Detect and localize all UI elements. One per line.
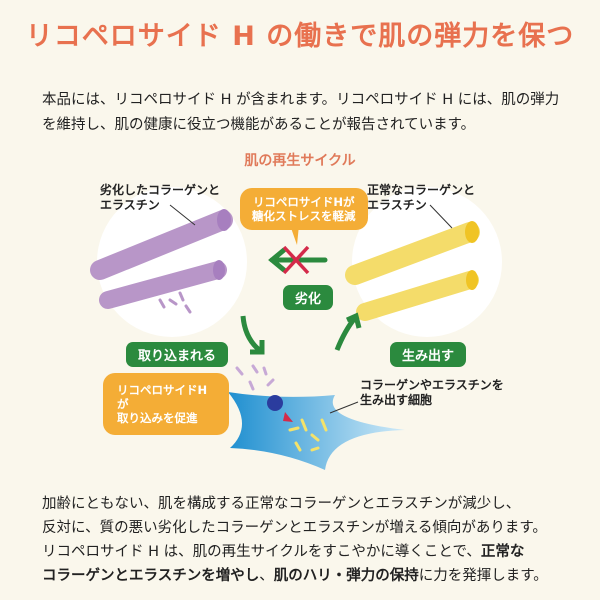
cell-fibers-icon: [288, 418, 328, 452]
healthy-fiber-label: 正常なコラーゲンとエラスチン: [367, 183, 476, 212]
degraded-fibers-icon: [90, 209, 233, 314]
uptake-arrow-icon: [240, 315, 264, 355]
red-arrow-icon: [283, 412, 293, 422]
degraded-fragments-icon: [235, 364, 275, 391]
outro-text: 加齢にともない、肌を構成する正常なコラーゲンとエラスチンが減少し、 反対に、質の…: [42, 496, 548, 584]
degrade-arrow-icon: [268, 247, 328, 273]
cycle-illustration: [90, 187, 502, 470]
glycation-bubble: リコペロサイドHが糖化ストレスを軽減: [240, 188, 368, 230]
produce-arrow-icon: [334, 316, 357, 351]
degraded-fiber-label: 劣化したコラーゲンとエラスチン: [100, 183, 221, 212]
healthy-fibers-icon: [345, 221, 480, 321]
cycle-title: 肌の再生サイクル: [244, 153, 356, 169]
bubble-tail: [290, 225, 299, 245]
intro-text: 本品には、リコペロサイド H が含まれます。リコペロサイド H には、肌の弾力を…: [42, 92, 560, 133]
degrade-tag: 劣化: [283, 285, 334, 310]
uptake-bubble: リコペロサイドHが取り込みを促進: [103, 373, 229, 435]
page-title: リコペロサイド H の働きで肌の弾力を保つ: [25, 21, 575, 52]
receptor-icon: [267, 395, 283, 411]
produce-tag: 生み出す: [390, 342, 467, 367]
cell-label: コラーゲンやエラスチンを生み出す細胞: [360, 378, 504, 407]
cell-icon: [228, 392, 405, 470]
uptake-tag: 取り込まれる: [126, 342, 229, 367]
cross-icon: [282, 245, 310, 275]
